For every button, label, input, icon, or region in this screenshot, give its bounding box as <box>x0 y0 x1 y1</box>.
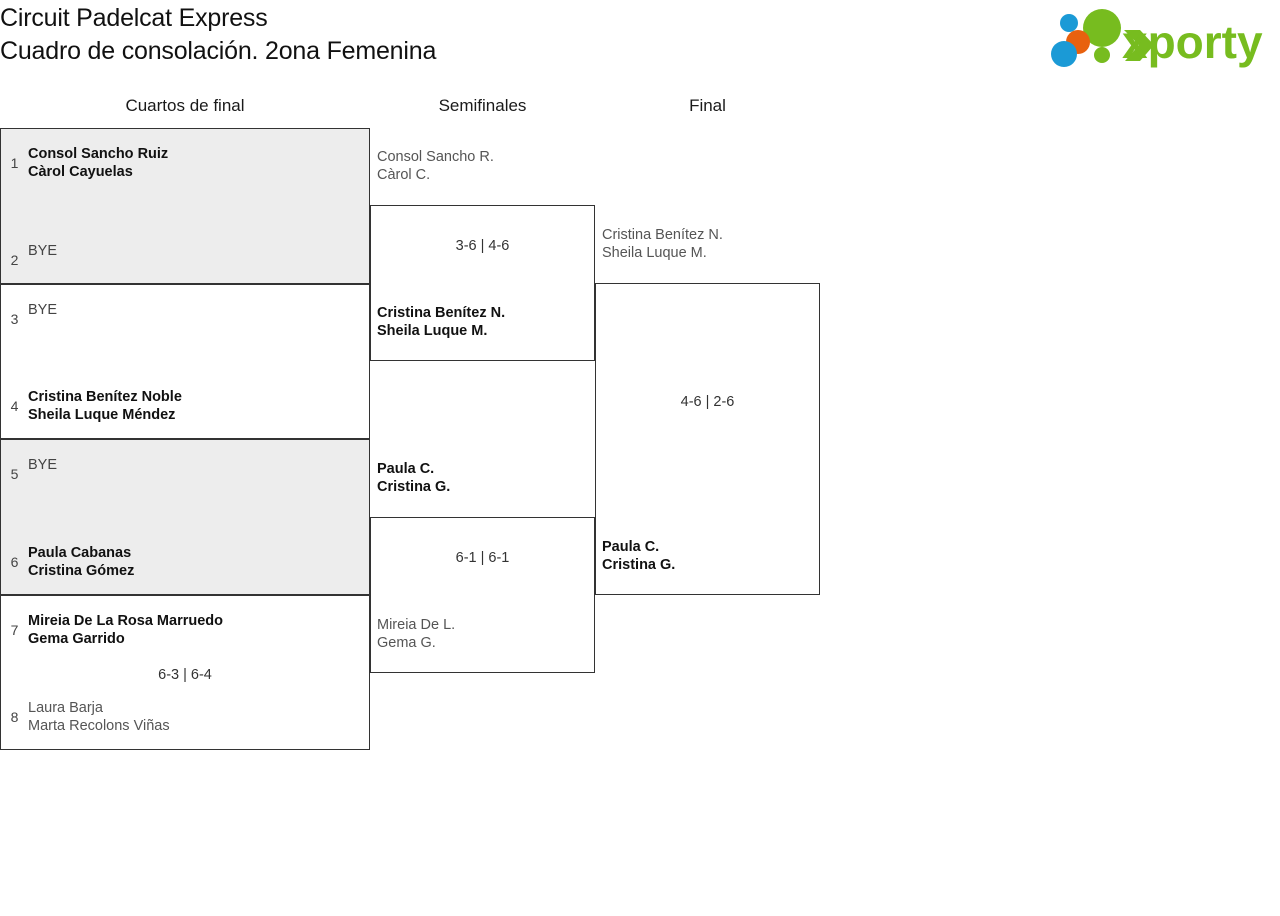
player-name: Cristina Gómez <box>28 563 135 579</box>
bracket-subtitle: Cuadro de consolación. 2ona Femenina <box>0 37 437 65</box>
player-name: Paula C. <box>602 539 660 555</box>
match-sf-2-score: 6-1 | 6-1 <box>455 550 510 566</box>
match-sf-1-score: 3-6 | 4-6 <box>455 238 510 254</box>
round-header-quarterfinals: Cuartos de final <box>125 96 245 115</box>
seed-number: 7 <box>10 622 19 638</box>
match-final-team-bottom[interactable]: Paula C. Cristina G. <box>602 538 675 574</box>
seed-number: 6 <box>10 554 19 570</box>
player-name: Gema G. <box>377 635 436 651</box>
player-name: BYE <box>28 457 58 473</box>
player-name: Paula Cabanas <box>28 545 132 561</box>
match-qf-4[interactable]: 7 Mireia De La Rosa Marruedo Gema Garrid… <box>0 595 370 750</box>
match-sf-2-team-bottom[interactable]: Mireia De L. Gema G. <box>377 616 455 652</box>
match-qf-4-score: 6-3 | 6-4 <box>158 667 212 683</box>
player-name: Cristina Benítez N. <box>377 305 506 321</box>
xporty-logo[interactable]: xporty <box>1050 6 1276 68</box>
match-final-score: 4-6 | 2-6 <box>680 394 735 410</box>
player-name: Càrol C. <box>377 167 431 183</box>
match-final[interactable]: 4-6 | 2-6 <box>595 283 820 595</box>
logo-dot-blue-bottom <box>1051 41 1077 67</box>
match-sf-2-team-top[interactable]: Paula C. Cristina G. <box>377 460 450 496</box>
match-qf-2[interactable]: 3 BYE 4 Cristina Benítez Noble Sheila Lu… <box>0 284 370 439</box>
player-name: Laura Barja <box>28 700 103 716</box>
seed-number: 5 <box>10 466 19 482</box>
match-qf-3[interactable]: 5 BYE 6 Paula Cabanas Cristina Gómez <box>0 439 370 595</box>
seed-number: 3 <box>10 311 19 327</box>
player-name: Cristina Benítez N. <box>602 227 723 243</box>
logo-chevron <box>1124 30 1154 61</box>
round-header-semifinals: Semifinales <box>438 96 527 115</box>
player-name: BYE <box>28 243 58 259</box>
player-name: Consol Sancho Ruiz <box>28 146 169 162</box>
match-sf-1-team-top[interactable]: Consol Sancho R. Càrol C. <box>377 148 494 184</box>
match-final-team-top[interactable]: Cristina Benítez N. Sheila Luque M. <box>602 226 723 262</box>
match-sf-1-team-bottom[interactable]: Cristina Benítez N. Sheila Luque M. <box>377 304 505 340</box>
match-qf-2-team-top[interactable]: 3 BYE <box>1 301 369 328</box>
match-qf-1-team-top[interactable]: 1 Consol Sancho Ruiz Càrol Cayuelas <box>1 145 369 181</box>
player-name: Consol Sancho R. <box>377 149 494 165</box>
tournament-name: Circuit Padelcat Express <box>0 4 268 32</box>
match-qf-2-team-bottom[interactable]: 4 Cristina Benítez Noble Sheila Luque Mé… <box>1 388 369 424</box>
logo-dot-green-small <box>1094 47 1110 63</box>
match-qf-4-team-bottom[interactable]: 8 Laura Barja Marta Recolons Viñas <box>1 699 369 735</box>
player-name: Cristina G. <box>602 557 676 573</box>
match-qf-3-team-top[interactable]: 5 BYE <box>1 456 369 483</box>
player-name: Gema Garrido <box>28 631 125 647</box>
logo-dot-green-large <box>1083 9 1121 47</box>
player-name: Paula C. <box>377 461 435 477</box>
player-name: BYE <box>28 302 58 318</box>
page-header: Circuit Padelcat Express Cuadro de conso… <box>0 0 1280 74</box>
player-name: Sheila Luque Méndez <box>28 407 176 423</box>
player-name: Càrol Cayuelas <box>28 164 133 180</box>
seed-number: 4 <box>10 398 19 414</box>
round-header-final: Final <box>689 96 726 115</box>
tournament-title-block: Circuit Padelcat Express Cuadro de conso… <box>0 2 436 68</box>
seed-number: 2 <box>10 252 19 268</box>
match-qf-4-team-top[interactable]: 7 Mireia De La Rosa Marruedo Gema Garrid… <box>1 612 369 648</box>
player-name: Mireia De La Rosa Marruedo <box>28 613 223 629</box>
player-name: Sheila Luque M. <box>377 323 488 339</box>
player-name: Cristina G. <box>377 479 451 495</box>
seed-number: 1 <box>10 155 19 171</box>
player-name: Sheila Luque M. <box>602 245 707 261</box>
match-qf-1-team-bottom[interactable]: 2 BYE <box>1 242 369 269</box>
match-qf-1[interactable]: 1 Consol Sancho Ruiz Càrol Cayuelas 2 BY… <box>0 128 370 284</box>
match-sf-1[interactable]: 3-6 | 4-6 <box>370 205 595 361</box>
player-name: Mireia De L. <box>377 617 456 633</box>
player-name: Marta Recolons Viñas <box>28 718 170 734</box>
seed-number: 8 <box>10 709 19 725</box>
player-name: Cristina Benítez Noble <box>28 389 182 405</box>
logo-wordmark: xporty <box>1122 16 1263 68</box>
match-sf-2[interactable]: 6-1 | 6-1 <box>370 517 595 673</box>
match-qf-3-team-bottom[interactable]: 6 Paula Cabanas Cristina Gómez <box>1 544 369 580</box>
logo-dot-blue-top <box>1060 14 1078 32</box>
